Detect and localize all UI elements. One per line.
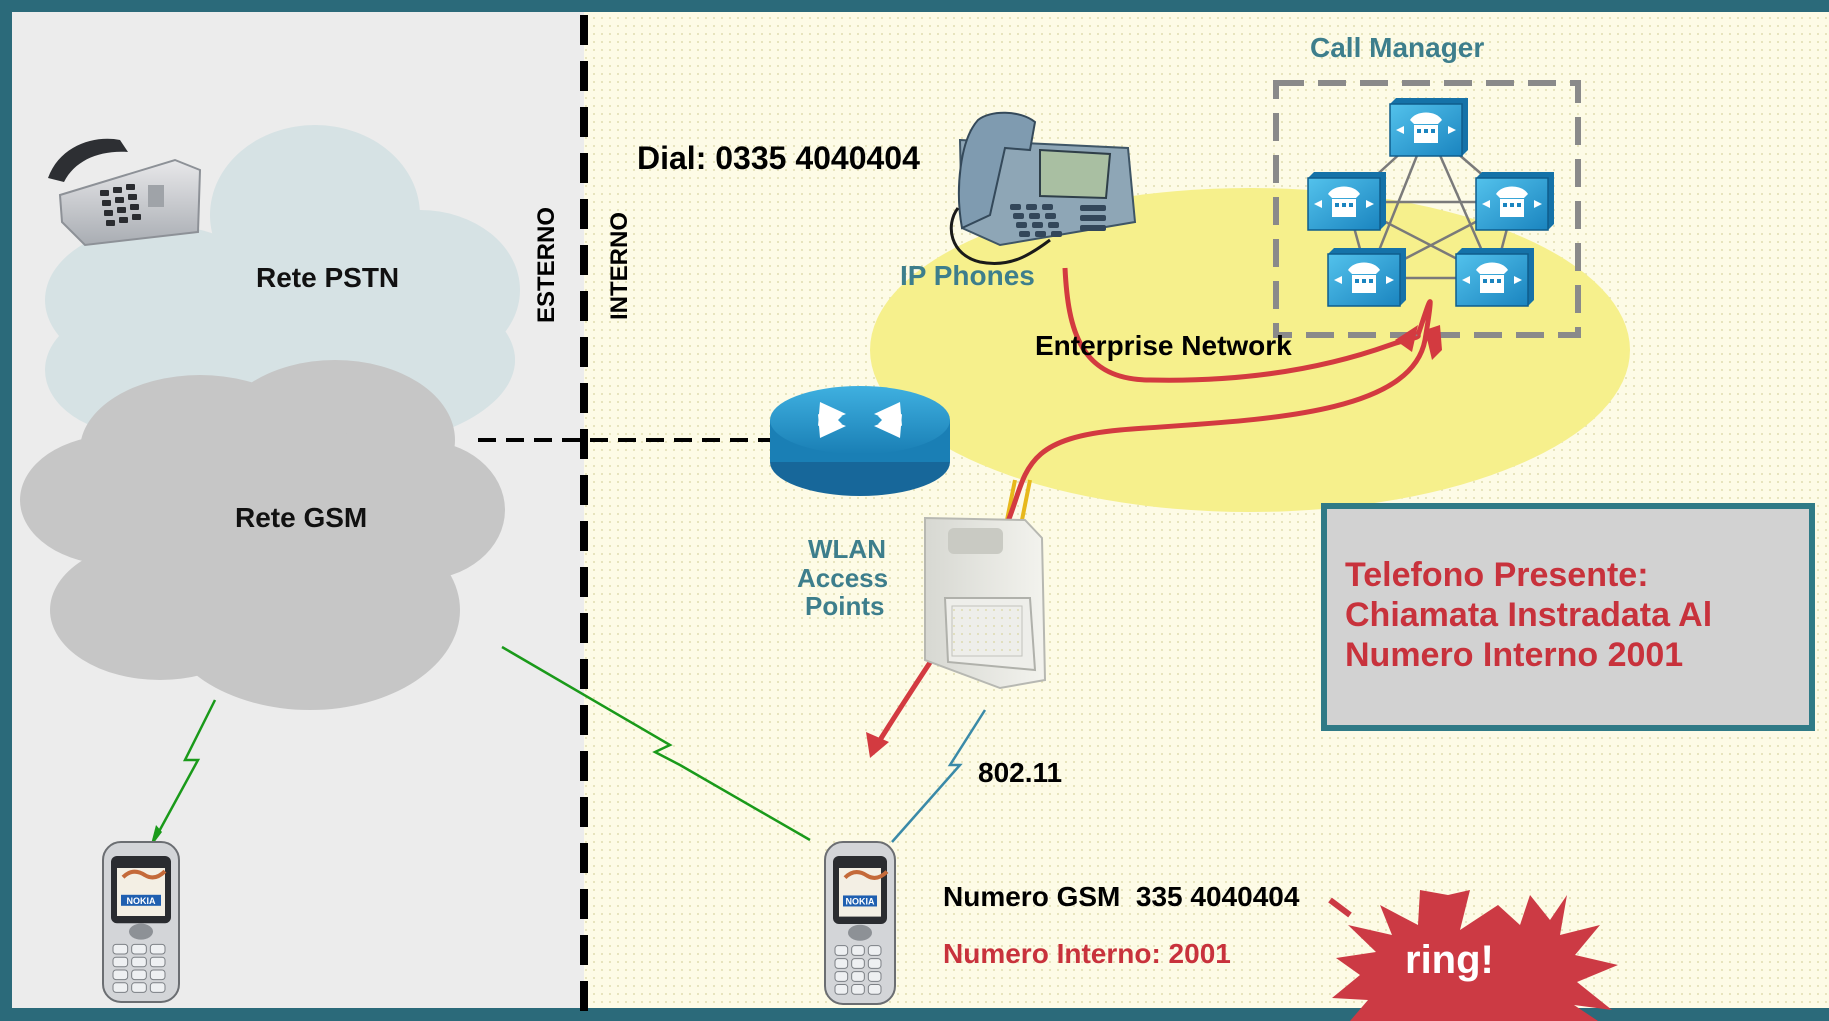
router-icon — [770, 386, 950, 496]
external-zone-label: ESTERNO — [533, 206, 560, 323]
gsm-cloud-label: Rete GSM — [235, 502, 368, 533]
wlan-label-line-1: WLAN — [808, 534, 886, 564]
internal-zone-label: INTERNO — [606, 212, 633, 320]
pstn-cloud-label: Rete PSTN — [256, 262, 400, 293]
gsm-link — [148, 645, 811, 849]
wlan-label-line-3: Points — [805, 591, 885, 621]
call-manager-label: Call Manager — [1310, 32, 1485, 63]
ip-phones-label: IP Phones — [900, 260, 1035, 291]
gsm-number-text: Numero GSM 335 4040404 — [943, 881, 1300, 912]
status-line-1: Telefono Presente: — [1345, 556, 1649, 594]
mobile-phone-icon: NOKIA — [102, 841, 180, 1003]
svg-text:NOKIA: NOKIA — [846, 896, 876, 906]
dial-text: Dial: 0335 4040404 — [637, 140, 920, 176]
ip-phone-icon — [949, 111, 1137, 265]
status-box-text: Telefono Presente: Chiamata Instradata A… — [1345, 555, 1805, 675]
status-line-3: Numero Interno 2001 — [1345, 636, 1684, 674]
status-box — [1321, 503, 1815, 731]
svg-text:NOKIA: NOKIA — [127, 896, 157, 906]
call-manager-box — [1273, 80, 1581, 338]
pstn-cloud — [45, 125, 520, 450]
wifi-link — [891, 709, 987, 843]
wlan-label-line-2: Access — [797, 563, 889, 593]
internal-number-text: Numero Interno: 2001 — [943, 938, 1231, 969]
mobile-phone-icon: NOKIA — [824, 841, 896, 1005]
wifi-label: 802.11 — [978, 757, 1063, 788]
enterprise-network-ellipse — [870, 188, 1630, 512]
access-point-icon — [924, 516, 1047, 690]
call-manager-server-icon — [1307, 98, 1554, 307]
desk-phone-icon — [48, 138, 202, 247]
ring-text: ring! — [1405, 938, 1494, 982]
status-line-2: Chiamata Instradata Al — [1345, 596, 1713, 634]
gsm-cloud — [20, 360, 505, 710]
starburst-icon — [1332, 890, 1618, 1021]
enterprise-network-label: Enterprise Network — [1035, 330, 1292, 361]
